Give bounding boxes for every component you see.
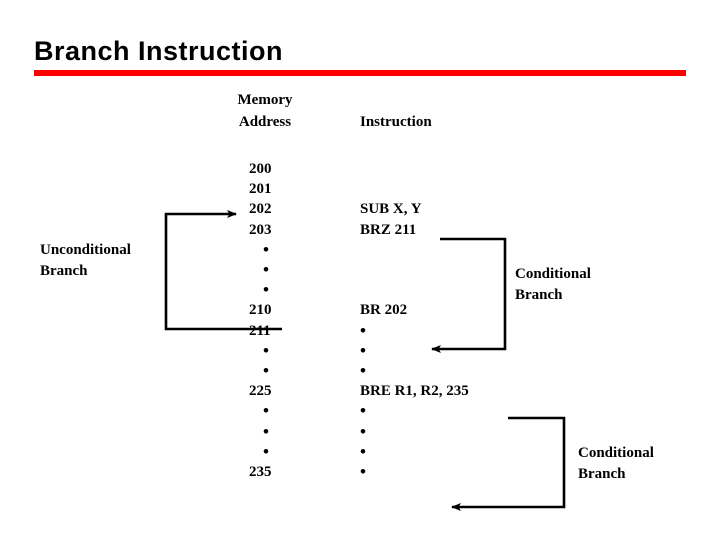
- memory-address-value: 225: [249, 383, 272, 400]
- conditional-branch-arrow-brz: [431, 237, 507, 353]
- column-header-memory-address-line1: Memory: [237, 92, 293, 108]
- title-underline-rule: [34, 70, 686, 76]
- memory-address-value: 202: [249, 201, 272, 218]
- memory-address-value: 203: [249, 221, 272, 238]
- memory-address-ellipsis-dot: •: [263, 401, 269, 421]
- label-conditional-branch-1-line1: Conditional: [515, 266, 591, 282]
- instruction-ellipsis-dot: •: [360, 401, 366, 421]
- memory-address-ellipsis-dot: •: [263, 260, 269, 279]
- instruction-ellipsis-dot: •: [360, 340, 366, 360]
- label-conditional-branch-1: Conditional Branch: [515, 264, 591, 306]
- instruction-value: BRZ 211: [360, 221, 417, 238]
- memory-address-ellipsis-dot: •: [263, 239, 269, 259]
- memory-address-ellipsis-dot: •: [263, 340, 269, 360]
- column-header-memory-address: Memory Address: [228, 89, 302, 133]
- label-conditional-branch-2-line1: Conditional: [578, 445, 654, 461]
- memory-address-value: 211: [249, 322, 271, 339]
- label-conditional-branch-2: Conditional Branch: [578, 443, 654, 485]
- conditional-branch-arrow-bre: [451, 416, 566, 511]
- instruction-value: SUB X, Y: [360, 201, 422, 218]
- label-unconditional-branch-line1: Unconditional: [40, 242, 131, 258]
- label-unconditional-branch: Unconditional Branch: [40, 240, 131, 282]
- page-title: Branch Instruction: [34, 36, 284, 66]
- label-unconditional-branch-line2: Branch: [40, 263, 88, 279]
- instruction-ellipsis-dot: •: [360, 441, 366, 461]
- memory-address-value: 210: [249, 302, 272, 319]
- instruction-ellipsis-dot: •: [360, 361, 366, 380]
- memory-address-value: 200: [249, 161, 272, 177]
- memory-address-ellipsis-dot: •: [263, 421, 269, 441]
- memory-address-ellipsis-dot: •: [263, 441, 269, 461]
- instruction-value: BR 202: [360, 302, 408, 319]
- memory-address-value: 201: [249, 181, 272, 198]
- instruction-value: BRE R1, R2, 235: [360, 383, 469, 400]
- instruction-ellipsis-dot: •: [360, 320, 366, 340]
- memory-address-ellipsis-dot: •: [263, 280, 269, 300]
- memory-address-ellipsis-dot: •: [263, 361, 269, 380]
- instruction-ellipsis-dot: •: [360, 421, 366, 441]
- label-conditional-branch-2-line2: Branch: [578, 466, 626, 482]
- column-header-memory-address-line2: Address: [238, 114, 292, 130]
- label-conditional-branch-1-line2: Branch: [515, 287, 563, 303]
- column-header-instruction: Instruction: [360, 114, 432, 130]
- memory-address-value: 235: [249, 464, 272, 480]
- instruction-ellipsis-dot: •: [360, 462, 366, 481]
